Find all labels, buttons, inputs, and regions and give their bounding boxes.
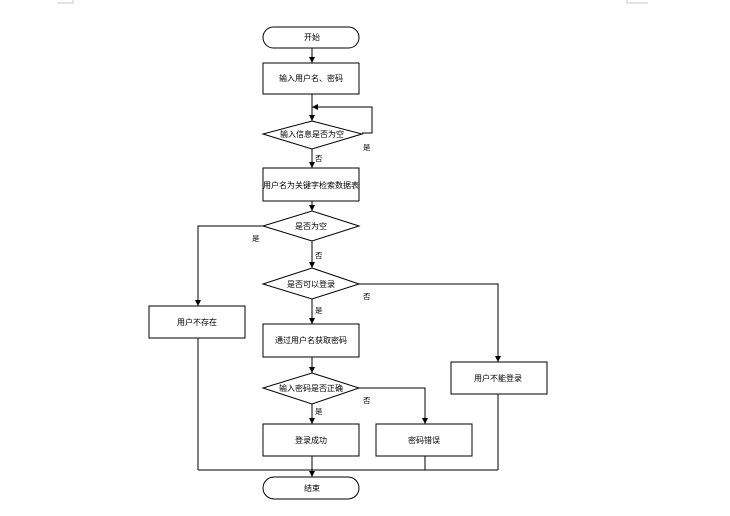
edge-check-password-no-to-error: [359, 387, 428, 424]
edge-can-login-no-to-cannot-login: [359, 283, 501, 362]
user-cannot-login-node: 用户不能登录: [450, 361, 548, 395]
can-login-yes-label: 是: [315, 306, 323, 315]
check-input-empty-label: 输入信息是否为空: [280, 129, 344, 139]
user-not-exist-node: 用户不存在: [148, 305, 246, 339]
input-credentials-label: 输入用户名、密码: [279, 73, 343, 83]
get-password-label: 通过用户名获取密码: [275, 335, 347, 345]
search-table-node: 用户名为关键字检索数据表: [262, 167, 360, 202]
search-table-label: 用户名为关键字检索数据表: [263, 180, 359, 190]
result-empty-yes-label: 是: [252, 234, 260, 243]
check-can-login-label: 是否可以登录: [287, 279, 335, 289]
check-input-empty-decision: 输入信息是否为空: [261, 120, 364, 150]
edge-check-empty-yes-to-not-exist: [195, 225, 263, 306]
login-success-label: 登录成功: [295, 435, 327, 445]
user-cannot-login-label: 用户不能登录: [474, 373, 522, 383]
login-success-node: 登录成功: [262, 423, 360, 457]
result-empty-no-label: 否: [315, 251, 323, 260]
password-correct-yes-label: 是: [315, 407, 323, 416]
page-corner-mark-left: [57, 0, 74, 4]
check-password-label: 输入密码是否正确: [279, 383, 343, 393]
password-correct-no-label: 否: [363, 396, 371, 405]
get-password-node: 通过用户名获取密码: [262, 323, 360, 358]
check-can-login-decision: 是否可以登录: [261, 267, 361, 300]
end-label: 结束: [304, 483, 320, 493]
can-login-no-label: 否: [363, 292, 371, 301]
password-error-node: 密码错误: [375, 423, 473, 457]
input-empty-yes-label: 是: [363, 143, 371, 152]
page-corner-mark-right: [626, 0, 648, 4]
check-password-decision: 输入密码是否正确: [261, 372, 361, 405]
start-node: 开始: [262, 26, 360, 49]
edge-loop-input-empty-yes: [312, 104, 373, 134]
check-result-empty-decision: 是否为空: [261, 210, 361, 242]
check-result-empty-label: 是否为空: [295, 221, 327, 231]
user-not-exist-label: 用户不存在: [177, 317, 217, 327]
start-label: 开始: [304, 32, 320, 42]
end-node: 结束: [262, 476, 360, 500]
input-empty-no-label: 否: [315, 154, 323, 163]
password-error-label: 密码错误: [408, 435, 440, 445]
input-credentials-node: 输入用户名、密码: [262, 62, 360, 95]
